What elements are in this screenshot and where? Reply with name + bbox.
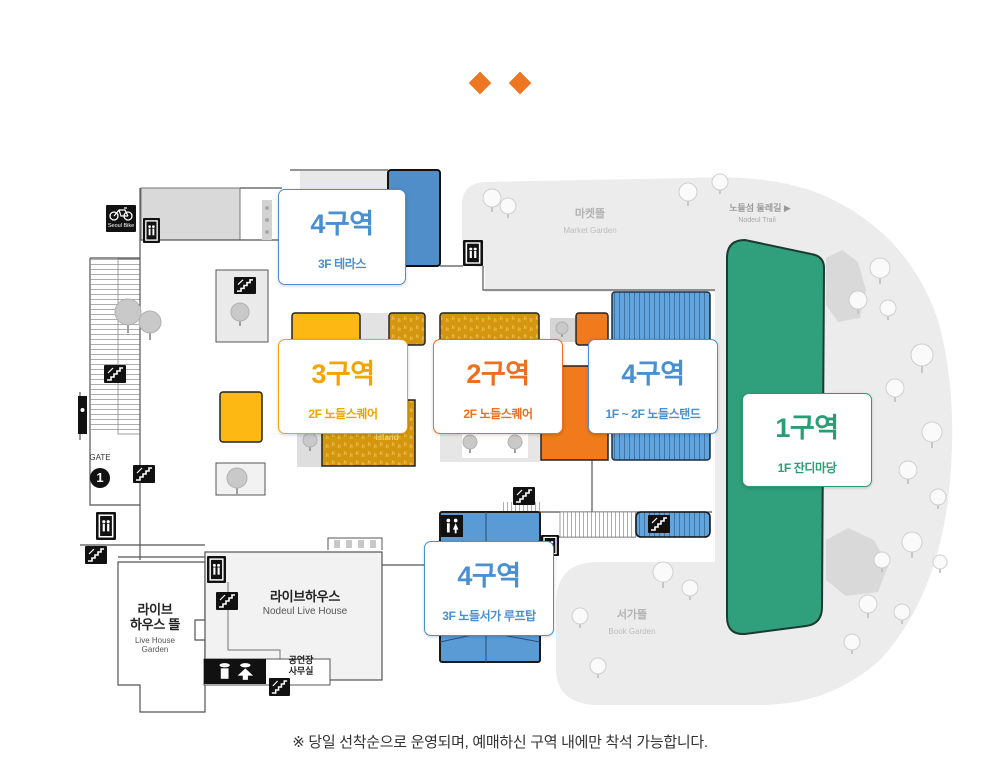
office-label-line2: 사무실 <box>288 666 314 676</box>
zone-title: 4구역 <box>621 359 685 389</box>
zone-card-square-3: 3구역 2F 노들스퀘어 <box>278 339 408 434</box>
zone-card-lawn: 1구역 1F 잔디마당 <box>742 393 872 487</box>
live-house-garden-label-line1: 라이브 <box>137 602 173 617</box>
zone-card-square-2: 2구역 2F 노들스퀘어 <box>433 339 563 434</box>
live-house-garden-label-line2: 하우스 뜰 <box>130 617 180 632</box>
bench <box>262 200 272 240</box>
stairs-icon <box>269 678 290 696</box>
gate-icon-dot <box>80 408 85 412</box>
trail-label: 노들섬 둘레길 ▶ <box>729 203 791 213</box>
elevator-icon <box>143 218 160 243</box>
tree-icon <box>138 310 162 340</box>
tree-icon <box>869 257 891 284</box>
tree-icon <box>678 182 698 206</box>
book-garden-label-en: Book Garden <box>608 627 656 636</box>
live-house-garden-label-en-line2: Garden <box>141 645 169 654</box>
tree-icon <box>929 488 947 509</box>
tree-icon <box>114 298 142 333</box>
zone-title: 1구역 <box>775 413 839 443</box>
book-garden-label: 서가뜰 <box>616 609 648 621</box>
seating-notice: ※ 당일 선착순으로 운영되며, 예매하신 구역 내에만 착석 가능합니다. <box>292 734 708 751</box>
tree-icon <box>681 579 699 600</box>
tree-icon <box>230 302 250 326</box>
tree-icon <box>901 531 923 558</box>
rooftop-stairs <box>503 502 540 512</box>
tree-icon <box>711 173 729 194</box>
stairs-icon <box>216 592 238 610</box>
zone-subtitle: 1F ~ 2F 노들스탠드 <box>605 407 701 421</box>
tree-icon <box>571 607 589 628</box>
trail-label-en: Nodeul Trail <box>738 217 776 224</box>
terrace-roof-strip <box>300 171 388 189</box>
zone-subtitle: 2F 노들스퀘어 <box>308 407 378 421</box>
stairs-icon <box>513 487 535 505</box>
tree-icon <box>910 343 934 373</box>
zone3-seating-west <box>219 391 263 443</box>
fence <box>327 537 383 550</box>
tree-icon <box>652 561 674 588</box>
tree-icon <box>226 467 248 494</box>
west-stairs-inner <box>117 258 141 435</box>
zone-title: 2구역 <box>466 359 530 389</box>
tree-icon <box>873 551 891 572</box>
tree-icon <box>482 188 502 212</box>
zone-title: 4구역 <box>310 209 374 239</box>
tree-icon <box>848 290 868 314</box>
restroom-icon <box>441 515 463 537</box>
bicycle-icon <box>106 205 136 232</box>
market-garden-label: 마켓뜰 <box>574 208 606 220</box>
zone-card-stand: 4구역 1F ~ 2F 노들스탠드 <box>588 339 718 434</box>
stairs-icon <box>85 546 107 564</box>
gate-number-badge: 1 <box>90 468 110 488</box>
gate-label: GATE <box>89 453 111 462</box>
tree-icon <box>843 633 861 654</box>
zone-subtitle: 2F 노들스퀘어 <box>463 407 533 421</box>
seoul-bike-label: Seoul Bike <box>107 223 135 229</box>
tree-icon <box>589 657 607 678</box>
elevator-icon <box>463 240 483 266</box>
gate-icon <box>78 396 87 434</box>
stairs-icon <box>234 277 256 294</box>
tree-icon <box>921 421 943 448</box>
rock-garden <box>826 528 888 596</box>
zone-subtitle: 1F 잔디마당 <box>777 461 837 475</box>
zone-card-terrace: 4구역 3F 테라스 <box>278 189 406 285</box>
tree-icon <box>932 554 948 573</box>
elevator-icon <box>96 512 116 540</box>
zone4-stand-lower <box>635 511 711 538</box>
live-house-label: 라이브하우스 <box>270 589 340 604</box>
restroom-icon <box>204 659 266 684</box>
zone-subtitle: 3F 테라스 <box>317 257 367 271</box>
stairs-icon <box>104 365 126 383</box>
tree-icon <box>893 603 911 624</box>
island-label: Island <box>375 433 399 442</box>
tree-icon <box>885 378 905 402</box>
live-house-label-en: Nodeul Live House <box>262 606 348 617</box>
stairs-icon <box>133 465 155 483</box>
tree-icon <box>898 460 918 484</box>
office-label-line1: 공연장 <box>288 655 314 665</box>
tree-icon <box>879 299 897 320</box>
tree-icon <box>462 434 478 453</box>
zone-card-rooftop: 4구역 3F 노들서가 루프탑 <box>424 541 554 636</box>
west-stairs <box>91 259 118 434</box>
elevator-icon <box>207 556 226 583</box>
tree-icon <box>858 594 878 618</box>
tree-icon <box>507 434 523 453</box>
zone-title: 3구역 <box>311 359 375 389</box>
zone-title: 4구역 <box>457 561 521 591</box>
trees <box>114 173 948 678</box>
live-house-garden-label-en-line1: Live House <box>134 636 176 645</box>
tree-icon <box>555 321 569 337</box>
tree-icon <box>499 197 517 218</box>
stairs-icon <box>648 515 670 533</box>
market-garden-label-en: Market Garden <box>563 226 617 235</box>
south-stairs <box>559 511 637 538</box>
zone-subtitle: 3F 노들서가 루프탑 <box>442 609 536 623</box>
